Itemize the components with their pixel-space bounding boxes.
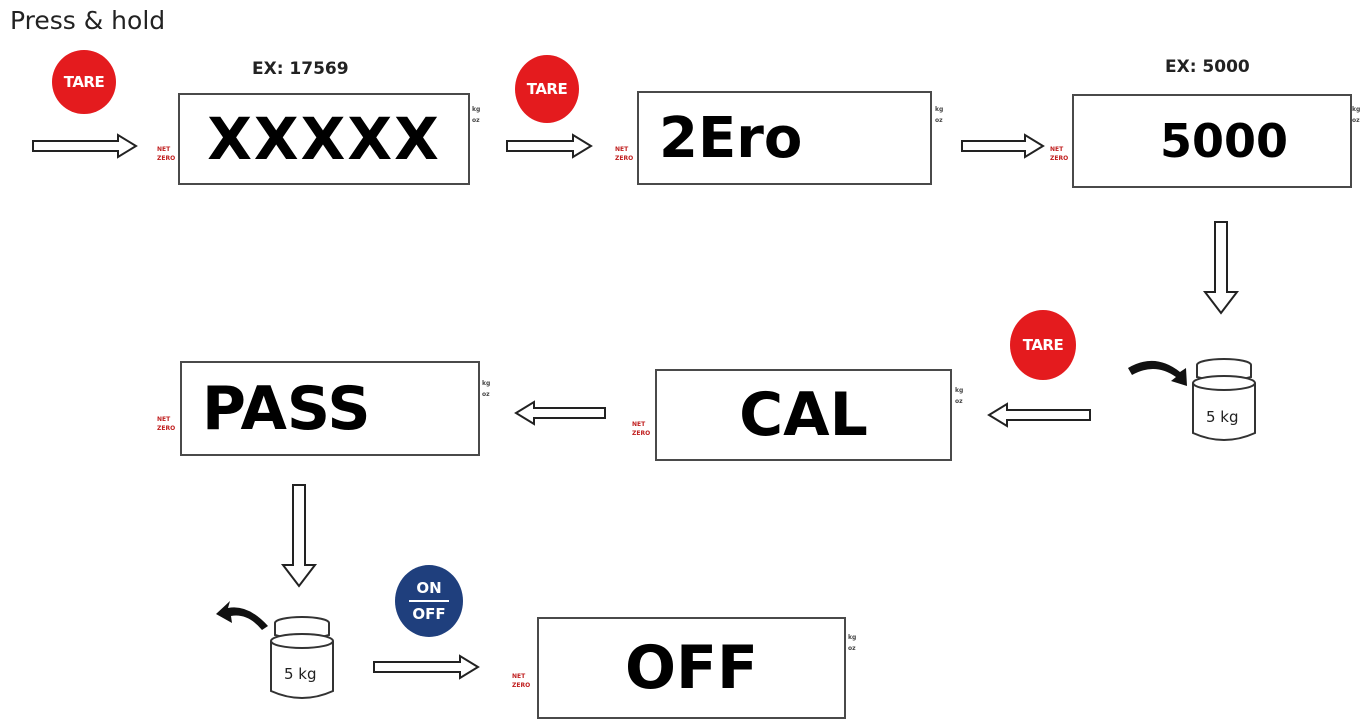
kg-label: kg bbox=[955, 387, 964, 394]
kg-label: kg bbox=[848, 634, 857, 641]
tare-label: TARE bbox=[526, 80, 568, 98]
net-zero-indicator: NET ZERO bbox=[512, 672, 530, 690]
net-label: NET bbox=[615, 146, 629, 153]
display-step4: CAL bbox=[655, 369, 952, 461]
display-step2: 2Ero bbox=[637, 91, 932, 185]
example-label-2: EX: 5000 bbox=[1165, 57, 1250, 77]
net-zero-indicator: NET ZERO bbox=[632, 420, 650, 438]
oz-label: oz bbox=[482, 391, 490, 398]
unit-indicator: kg oz bbox=[848, 632, 856, 654]
onoff-button[interactable]: ON OFF bbox=[395, 565, 463, 637]
weight-label: 5 kg bbox=[284, 665, 317, 683]
net-label: NET bbox=[632, 421, 646, 428]
onoff-top-label: ON bbox=[416, 579, 442, 597]
zero-label: ZERO bbox=[1050, 155, 1069, 162]
curved-arrow-icon bbox=[1128, 360, 1187, 386]
oz-label: oz bbox=[935, 117, 943, 124]
down-arrow-icon bbox=[280, 484, 318, 588]
tare-button-3[interactable]: TARE bbox=[1010, 310, 1076, 380]
curved-arrow-icon bbox=[216, 601, 268, 630]
zero-label: ZERO bbox=[512, 682, 531, 689]
net-zero-indicator: NET ZERO bbox=[615, 145, 633, 163]
kg-label: kg bbox=[482, 380, 491, 387]
display-step1: XXXXX bbox=[178, 93, 470, 185]
oz-label: oz bbox=[472, 117, 480, 124]
left-arrow-icon bbox=[514, 400, 606, 426]
unit-indicator: kg oz bbox=[482, 378, 490, 400]
display-step5: PASS bbox=[180, 361, 480, 456]
net-zero-indicator: NET ZERO bbox=[157, 145, 175, 163]
display-step3: 5000 bbox=[1072, 94, 1352, 188]
zero-label: ZERO bbox=[157, 425, 176, 432]
right-arrow-icon bbox=[961, 133, 1045, 159]
oz-label: oz bbox=[955, 398, 963, 405]
display-value: 5000 bbox=[1159, 114, 1288, 168]
kg-label: kg bbox=[935, 106, 944, 113]
unit-indicator: kg oz bbox=[955, 385, 963, 407]
display-step6: OFF bbox=[537, 617, 846, 719]
press-hold-instruction: Press & hold bbox=[10, 6, 166, 35]
net-label: NET bbox=[512, 673, 526, 680]
tare-button-1[interactable]: TARE bbox=[52, 50, 116, 114]
display-value: 2Ero bbox=[659, 105, 803, 171]
kg-label: kg bbox=[472, 106, 481, 113]
onoff-bottom-label: OFF bbox=[412, 605, 446, 623]
weight-icon bbox=[1192, 358, 1256, 441]
weight-label: 5 kg bbox=[1206, 408, 1239, 426]
right-arrow-icon bbox=[373, 654, 480, 680]
display-value: OFF bbox=[625, 633, 758, 703]
tare-label: TARE bbox=[1022, 336, 1064, 354]
unit-indicator: kg oz bbox=[935, 104, 943, 126]
right-arrow-icon bbox=[32, 133, 138, 159]
net-label: NET bbox=[157, 416, 171, 423]
net-label: NET bbox=[157, 146, 171, 153]
left-arrow-icon bbox=[987, 402, 1091, 428]
right-arrow-icon bbox=[506, 133, 593, 159]
net-label: NET bbox=[1050, 146, 1064, 153]
display-value: XXXXX bbox=[207, 105, 441, 173]
display-value: PASS bbox=[202, 373, 371, 444]
kg-label: kg bbox=[1352, 106, 1361, 113]
net-zero-indicator: NET ZERO bbox=[157, 415, 175, 433]
unit-indicator: kg oz bbox=[472, 104, 480, 126]
weight-icon bbox=[270, 616, 334, 699]
tare-button-2[interactable]: TARE bbox=[515, 55, 579, 123]
zero-label: ZERO bbox=[615, 155, 634, 162]
example-label-1: EX: 17569 bbox=[252, 59, 349, 79]
tare-label: TARE bbox=[63, 73, 105, 91]
display-value: CAL bbox=[739, 380, 868, 450]
oz-label: oz bbox=[848, 645, 856, 652]
unit-indicator: kg oz bbox=[1352, 104, 1360, 126]
net-zero-indicator: NET ZERO bbox=[1050, 145, 1068, 163]
oz-label: oz bbox=[1352, 117, 1360, 124]
zero-label: ZERO bbox=[632, 430, 651, 437]
down-arrow-icon bbox=[1202, 221, 1240, 315]
onoff-divider bbox=[409, 600, 449, 602]
zero-label: ZERO bbox=[157, 155, 176, 162]
